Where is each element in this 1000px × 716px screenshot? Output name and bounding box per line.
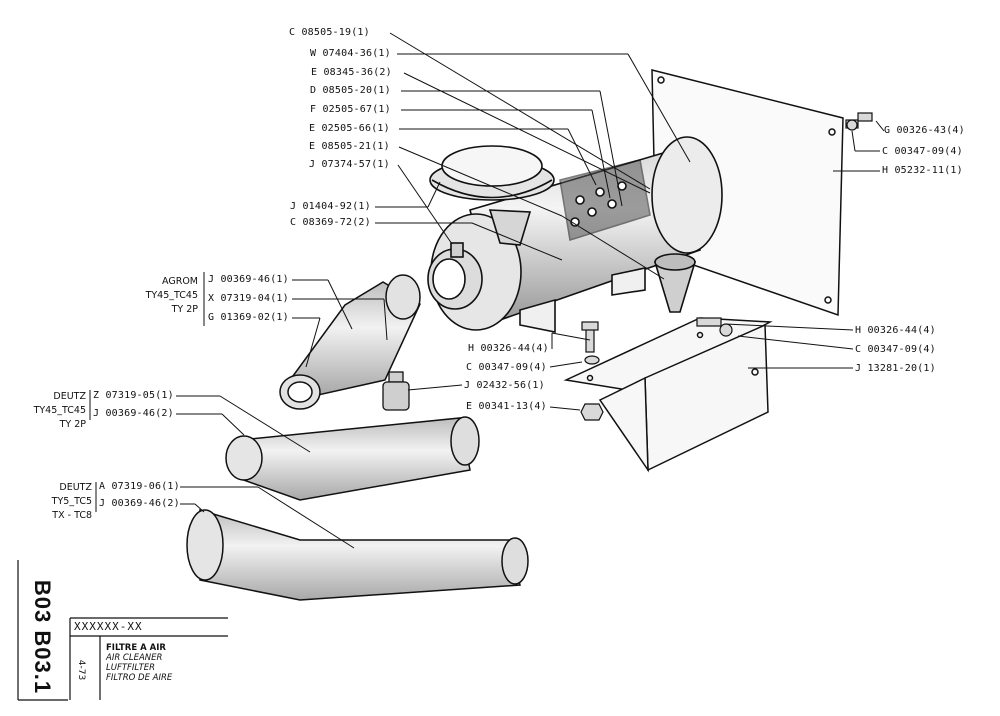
title-block-frame — [17, 560, 228, 701]
page-code: B03 B03.1 — [30, 579, 55, 695]
group-part-label: J 00369-46(2) — [99, 498, 180, 509]
part-label: E 08505-21(1) — [309, 141, 390, 152]
support-bracket — [563, 317, 773, 473]
part-label: C 00347-09(4) — [882, 146, 963, 157]
part-label: J 01404-92(1) — [290, 201, 371, 212]
deutz-hose-1 — [225, 416, 480, 501]
part-label: J 13281-20(1) — [855, 363, 936, 374]
part-label: J 02432-56(1) — [464, 380, 545, 391]
part-label: C 00347-09(4) — [466, 362, 547, 373]
group-part-label: J 00369-46(1) — [208, 274, 289, 285]
title-en: AIR CLEANER — [106, 653, 163, 663]
part-label: C 00347-09(4) — [855, 344, 936, 355]
part-label: G 00326-43(4) — [884, 125, 965, 136]
precleaner-cap — [429, 145, 555, 246]
leader-lines — [89, 32, 885, 549]
group-names-deutz-2: DEUTZ TY5_TC5 TX - TC8 — [51, 482, 92, 521]
deutz-hose-2 — [186, 508, 529, 601]
air-cleaner-body — [427, 136, 723, 333]
part-label: J 07374-57(1) — [309, 159, 390, 170]
title-es: FILTRO DE AIRE — [106, 673, 173, 683]
part-label: E 02505-66(1) — [309, 123, 390, 134]
drawing-code: XXXXXX-XX — [74, 620, 143, 633]
part-label: E 00341-13(4) — [466, 401, 547, 412]
group-part-label: Z 07319-05(1) — [93, 390, 174, 401]
part-label: H 00326-44(4) — [468, 343, 549, 354]
title-block: XXXXXX-XX FILTRE A AIR AIR CLEANER LUFTF… — [68, 618, 228, 700]
part-label: D 08505-20(1) — [310, 85, 391, 96]
part-label: H 00326-44(4) — [855, 325, 936, 336]
fasteners — [580, 112, 873, 421]
group-part-label: X 07319-04(1) — [208, 293, 289, 304]
title-de: LUFTFILTER — [106, 663, 156, 673]
part-label: E 08345-36(2) — [311, 67, 392, 78]
part-label: C 08369-72(2) — [290, 217, 371, 228]
part-label: W 07404-36(1) — [310, 48, 391, 59]
agrom-elbow-hose — [279, 274, 421, 410]
group-names-agrom: AGROM TY45_TC45 TY 2P — [145, 276, 198, 315]
group-part-label: J 00369-46(2) — [93, 408, 174, 419]
group-part-label: A 07319-06(1) — [99, 481, 180, 492]
title-names: FILTRE A AIR AIR CLEANER LUFTFILTER FILT… — [106, 643, 172, 683]
part-label: C 08505-19(1) — [289, 27, 370, 38]
group-part-label: G 01369-02(1) — [208, 312, 289, 323]
part-label: F 02505-67(1) — [310, 104, 391, 115]
sensor — [382, 371, 410, 411]
part-label: H 05232-11(1) — [882, 165, 963, 176]
title-fr: FILTRE A AIR — [106, 643, 166, 653]
group-names-deutz-1: DEUTZ TY45_TC45 TY 2P — [33, 391, 86, 430]
